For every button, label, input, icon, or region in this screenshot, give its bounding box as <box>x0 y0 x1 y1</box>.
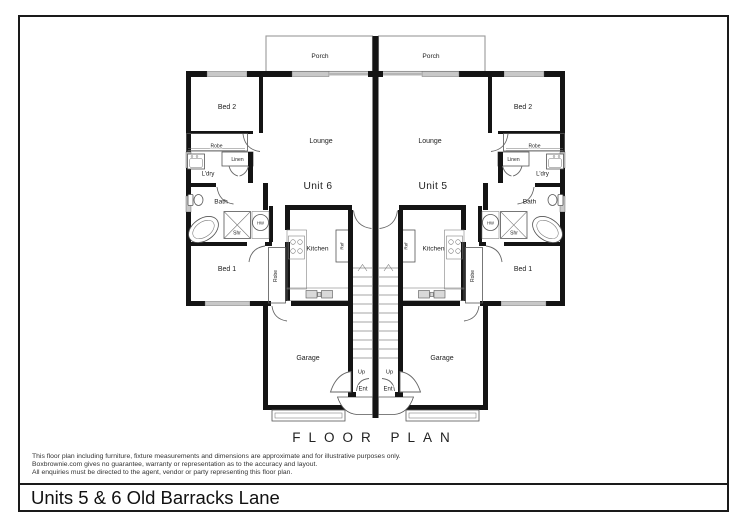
unit5-walls <box>374 35 568 422</box>
unit6-laundry-label: L'dry <box>202 172 215 178</box>
unit5-porch-label: Porch <box>422 53 440 60</box>
unit5-labels: Porch Bed 2 Lounge Unit 5 Robe Linen L'd… <box>382 53 549 394</box>
unit5-robe2-label: Robe <box>529 144 541 150</box>
unit6-hw-label: HW <box>257 221 264 226</box>
floor-plan-heading: FLOOR PLAN <box>292 430 458 445</box>
unit5-kitchen-label: Kitchen <box>423 246 445 253</box>
unit6-robe1-label: Robe <box>273 270 279 282</box>
unit5-entry-label: Ent <box>383 387 392 393</box>
unit6-labels: Porch Bed 2 Lounge Unit 6 Robe Linen L'd… <box>202 53 369 394</box>
unit5-hw-label: HW <box>487 221 494 226</box>
unit6-bed1-label: Bed 1 <box>218 266 236 273</box>
unit6-robe2-label: Robe <box>211 144 223 150</box>
unit6-name-label: Unit 6 <box>303 181 332 192</box>
unit6-bath-label: Bath <box>214 199 228 206</box>
unit5-bed2-label: Bed 2 <box>514 104 532 111</box>
unit6-up-label: Up <box>358 370 365 376</box>
unit5-robe1-label: Robe <box>470 270 476 282</box>
unit6-bed2-label: Bed 2 <box>218 104 236 111</box>
address-text: Units 5 & 6 Old Barracks Lane <box>31 486 280 508</box>
unit6-kitchen-label: Kitchen <box>307 246 329 253</box>
unit6-lounge-label: Lounge <box>309 138 332 145</box>
unit6-fridge-label: Ref <box>340 242 345 250</box>
disclaimer-line-2: Boxbrownie.com gives no guarantee, warra… <box>32 461 318 469</box>
disclaimer-line-3: All enquiries must be directed to the ag… <box>32 469 293 477</box>
unit5-up-label: Up <box>386 370 393 376</box>
unit5-fridge-label: Ref <box>404 242 409 250</box>
unit5-shower-label: Shr <box>510 231 518 237</box>
unit6-walls <box>185 35 376 422</box>
unit6-porch-label: Porch <box>311 53 329 60</box>
address-bar: Units 5 & 6 Old Barracks Lane <box>20 483 727 510</box>
unit5-garage-label: Garage <box>430 355 453 362</box>
unit5-bath-label: Bath <box>523 199 537 206</box>
unit5-bed1-label: Bed 1 <box>514 266 532 273</box>
unit6-entry-label: Ent <box>358 387 367 393</box>
disclaimer: This floor plan including furniture, fix… <box>32 453 401 478</box>
unit6-linen-label: Linen <box>231 157 243 163</box>
unit6-shower-label: Shr <box>233 231 241 237</box>
unit5-name-label: Unit 5 <box>418 181 447 192</box>
disclaimer-line-1: This floor plan including furniture, fix… <box>32 453 401 460</box>
unit5-laundry-label: L'dry <box>536 172 549 178</box>
unit5-linen-label: Linen <box>507 157 519 163</box>
unit5-lounge-label: Lounge <box>418 138 441 145</box>
unit6-garage-label: Garage <box>296 355 319 362</box>
